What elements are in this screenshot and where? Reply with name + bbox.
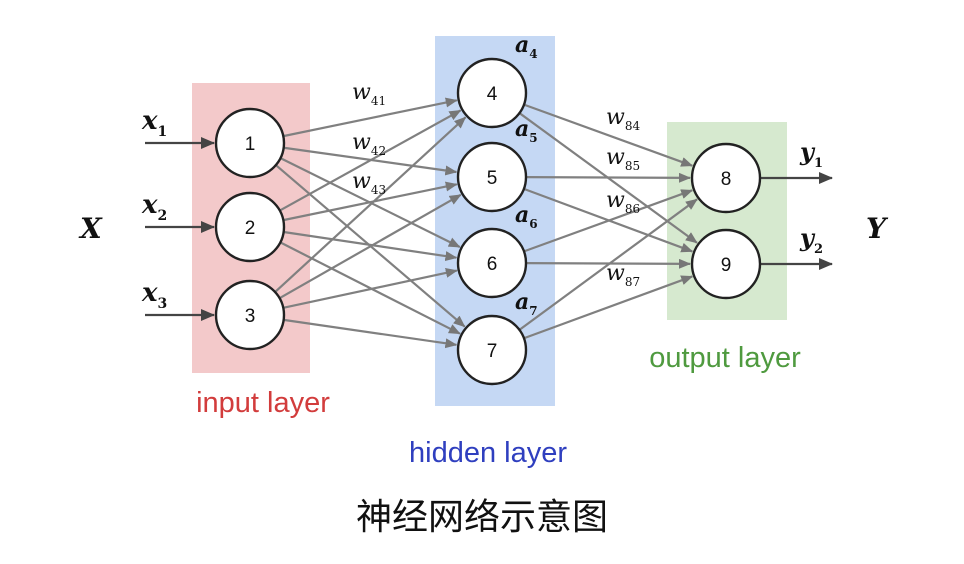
output-weight-label: w87 bbox=[606, 261, 640, 289]
input-weight-label: w41 bbox=[352, 80, 386, 108]
output-weight-label: w84 bbox=[606, 105, 640, 133]
edge-3-to-4 bbox=[274, 116, 467, 293]
neuron-circle bbox=[456, 227, 528, 299]
neuron-circle bbox=[456, 57, 528, 129]
neuron-label: 2 bbox=[245, 218, 256, 239]
connection-edges bbox=[274, 97, 698, 349]
input-node-2: 2 bbox=[214, 191, 286, 263]
edge-5-to-8 bbox=[525, 172, 692, 183]
neuron-label: 3 bbox=[245, 306, 256, 327]
edge-4-to-8 bbox=[523, 103, 694, 167]
output-vector-label: Y bbox=[866, 212, 889, 245]
edge-2-to-5 bbox=[283, 181, 458, 222]
edge-7-to-8 bbox=[518, 198, 698, 331]
hidden-node-6: 6 bbox=[456, 227, 528, 299]
input-layer-label: input layer bbox=[196, 387, 330, 419]
edge-2-to-7 bbox=[279, 241, 461, 335]
neuron-label: 5 bbox=[487, 168, 498, 189]
neuron-label: 8 bbox=[721, 169, 732, 190]
edge-6-to-8 bbox=[523, 189, 694, 253]
figure-caption: 神经网络示意图 bbox=[355, 497, 608, 538]
output-weight-label: w86 bbox=[606, 188, 640, 216]
neuron-label: 4 bbox=[487, 84, 498, 105]
activation-label: a6 bbox=[515, 202, 538, 231]
edge-3-to-7 bbox=[283, 318, 458, 349]
neuron-circle bbox=[456, 314, 528, 386]
input-weight-label: w43 bbox=[352, 169, 386, 197]
input-node-1: 1 bbox=[214, 107, 286, 179]
neuron-label: 6 bbox=[487, 254, 498, 275]
neuron-circle bbox=[214, 279, 286, 351]
hidden-node-7: 7 bbox=[456, 314, 528, 386]
input-x-label: x2 bbox=[141, 190, 167, 224]
edge-1-to-4 bbox=[283, 97, 458, 138]
input-x-label: x1 bbox=[141, 106, 167, 140]
input-weight-label: w42 bbox=[352, 130, 386, 158]
neuron-label: 7 bbox=[487, 341, 498, 362]
neuron-label: 1 bbox=[245, 134, 256, 155]
edge-2-to-6 bbox=[283, 230, 458, 262]
input-vector-label: X bbox=[78, 212, 103, 245]
neuron-nodes: 1 2 3 4 5 6 7 8 9 bbox=[214, 57, 762, 386]
io-arrows bbox=[145, 137, 833, 321]
activation-label: a4 bbox=[515, 32, 538, 61]
activation-label: a7 bbox=[515, 289, 538, 318]
neuron-circle bbox=[214, 191, 286, 263]
output-y-label: y2 bbox=[799, 223, 823, 257]
math-labels: x1 x2 x3 y1 y2 a4 a5 a6 a7 w41 w42 w43 w84 w85 w86 w87 bbox=[141, 32, 823, 318]
neuron-circle bbox=[690, 142, 762, 214]
activation-label: a5 bbox=[515, 116, 538, 145]
hidden-node-4: 4 bbox=[456, 57, 528, 129]
neuron-circle bbox=[214, 107, 286, 179]
edge-3-to-6 bbox=[283, 267, 458, 309]
edge-2-to-4 bbox=[279, 109, 462, 212]
output-y-label: y1 bbox=[799, 137, 823, 171]
edge-7-to-9 bbox=[523, 275, 694, 340]
edge-3-to-5 bbox=[278, 193, 462, 300]
neuron-label: 9 bbox=[721, 255, 732, 276]
output-weight-label: w85 bbox=[606, 145, 640, 173]
output-node-8: 8 bbox=[690, 142, 762, 214]
hidden-node-5: 5 bbox=[456, 141, 528, 213]
output-node-9: 9 bbox=[690, 228, 762, 300]
output-layer-label: output layer bbox=[649, 342, 801, 374]
neuron-circle bbox=[456, 141, 528, 213]
neuron-circle bbox=[690, 228, 762, 300]
input-node-3: 3 bbox=[214, 279, 286, 351]
hidden-layer-label: hidden layer bbox=[409, 437, 567, 469]
input-x-label: x3 bbox=[141, 278, 167, 312]
